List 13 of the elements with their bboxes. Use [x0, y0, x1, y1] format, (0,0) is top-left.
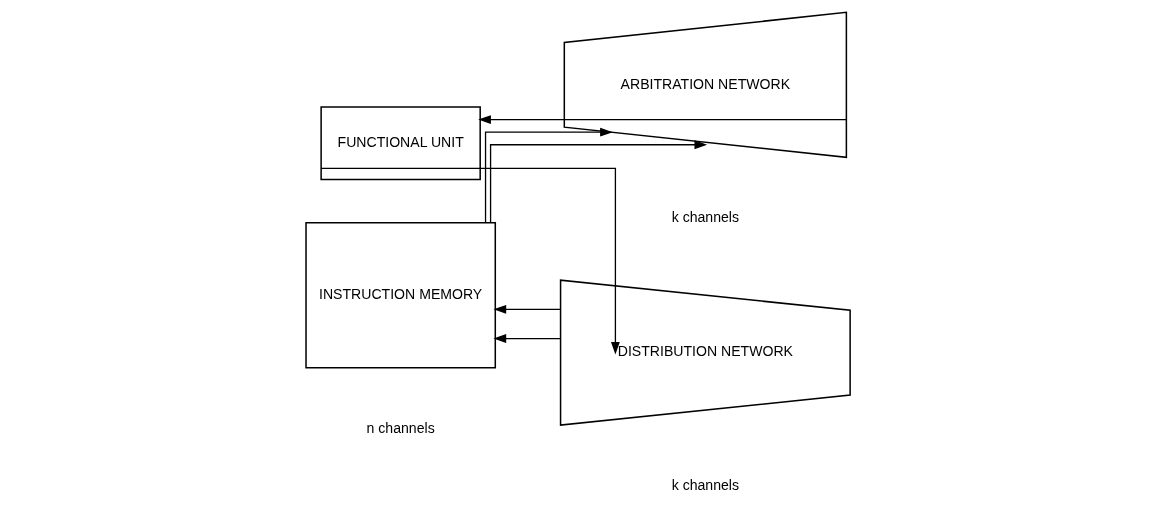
label: k channels: [671, 209, 739, 226]
label: n channels: [366, 419, 435, 436]
node-box: DISTRIBUTION NETWORK: [559, 279, 851, 426]
label: k channels: [671, 477, 739, 494]
arrow: [484, 127, 613, 223]
arrow: [493, 334, 561, 343]
node-box: ARBITRATION NETWORK: [563, 11, 847, 159]
node-box: FUNCTIONAL UNIT: [319, 106, 481, 181]
arrow: [319, 167, 620, 355]
node-box: INSTRUCTION MEMORY: [304, 222, 496, 369]
arrow: [489, 140, 707, 224]
arrow: [477, 115, 847, 125]
arrow: [493, 304, 561, 314]
